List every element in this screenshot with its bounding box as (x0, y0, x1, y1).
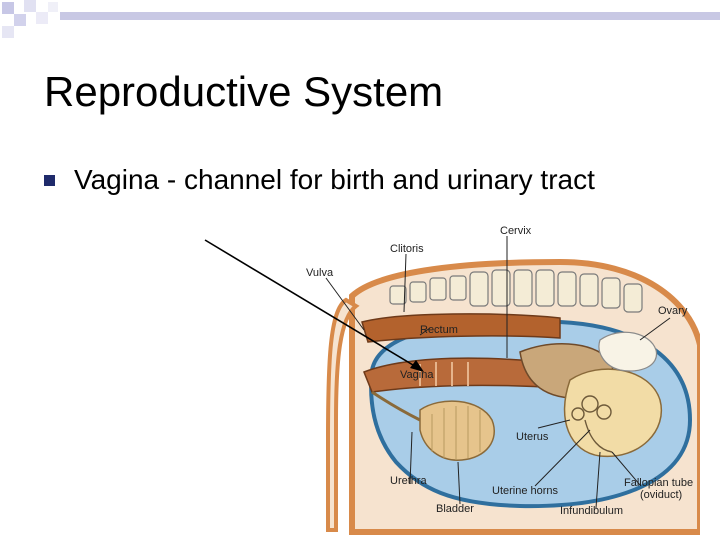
label-rectum: Rectum (420, 324, 458, 336)
label-fallopian-tube: Fallopian tube (624, 477, 693, 489)
label-vulva: Vulva (306, 267, 334, 279)
uterine-horns-coil (571, 395, 613, 453)
label-uterus: Uterus (516, 431, 549, 443)
label-infundibulum: Infundibulum (560, 505, 623, 517)
slide-title: Reproductive System (44, 68, 444, 115)
ovary-shape (598, 331, 658, 372)
label-uterine-horns: Uterine horns (492, 485, 559, 497)
label-clitoris: Clitoris (390, 243, 424, 255)
label-oviduct: (oviduct) (640, 489, 682, 501)
label-cervix: Cervix (500, 225, 532, 237)
reproductive-anatomy-diagram: Cervix Clitoris Vulva Ovary Rectum Vagin… (306, 225, 700, 535)
decorative-corner-pattern (2, 0, 720, 38)
bullet-text: Vagina - channel for birth and urinary t… (74, 164, 595, 195)
label-vagina: Vagina (400, 369, 434, 381)
label-urethra: Urethra (390, 475, 428, 487)
bladder-stripes (431, 406, 481, 460)
urethra-shape (371, 390, 421, 422)
label-ovary: Ovary (658, 305, 688, 317)
label-bladder: Bladder (436, 503, 474, 515)
bladder-shape (419, 400, 495, 461)
bullet-square-icon (44, 175, 55, 186)
